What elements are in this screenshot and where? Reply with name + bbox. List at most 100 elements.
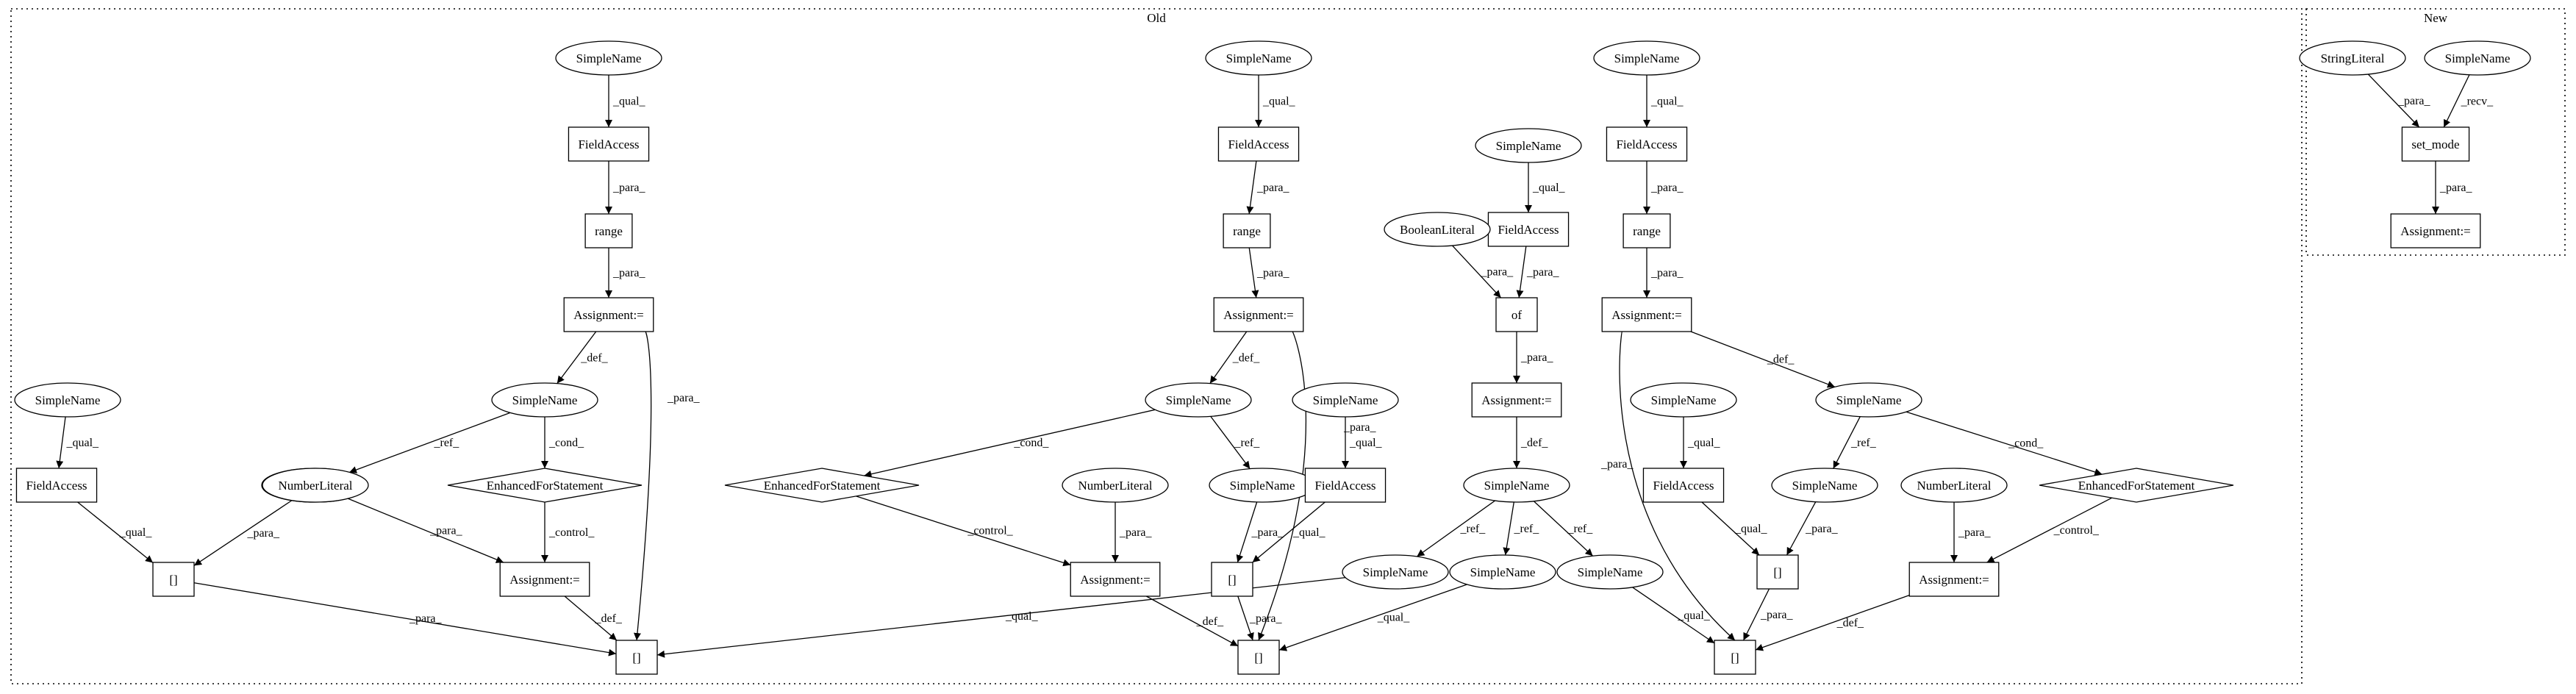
node-simplename: SimpleName bbox=[1630, 382, 1737, 418]
edge-label: _para_ bbox=[612, 267, 646, 279]
edge-cond: _cond_ bbox=[864, 409, 1156, 478]
node-ellipse bbox=[1145, 382, 1252, 418]
edge-label: _para_ bbox=[1119, 526, 1153, 539]
node-ellipse bbox=[555, 40, 662, 76]
node-assignment: Assignment:= bbox=[1908, 562, 2000, 597]
node-enhancedforstatement: EnhancedForStatement bbox=[724, 468, 920, 503]
edge-ref: _ref_ bbox=[1533, 501, 1594, 557]
edge-label: _qual_ bbox=[66, 437, 100, 449]
node-box bbox=[1908, 562, 2000, 597]
edge-line bbox=[1533, 501, 1594, 557]
node-booleanliteral: BooleanLiteral bbox=[1384, 212, 1491, 247]
cluster-label: New bbox=[2424, 11, 2448, 25]
node-simplename: SimpleName bbox=[1593, 40, 1700, 76]
node-simplename: SimpleName bbox=[1815, 382, 1922, 418]
node-ellipse bbox=[1900, 468, 2008, 503]
edge-label: _cond_ bbox=[1013, 437, 1049, 449]
edge-label: _def_ bbox=[595, 612, 623, 625]
cluster-border bbox=[2305, 8, 2566, 256]
edge-line bbox=[1619, 331, 1736, 641]
node-label: SimpleName bbox=[1484, 479, 1550, 493]
node-fieldaccess: FieldAccess bbox=[1606, 126, 1688, 162]
node-ellipse bbox=[1342, 554, 1449, 590]
edge-line bbox=[1503, 501, 1514, 556]
node-label: range bbox=[1233, 224, 1261, 238]
node-label: SimpleName bbox=[1614, 51, 1680, 65]
edge-line bbox=[557, 331, 597, 384]
node-box bbox=[563, 297, 654, 332]
node-assignment: Assignment:= bbox=[1213, 297, 1304, 332]
node-label: FieldAccess bbox=[1314, 479, 1375, 493]
edge-label: _ref_ bbox=[1514, 523, 1540, 535]
edge-para: _para_ bbox=[1643, 161, 1684, 214]
node-label: [] bbox=[1228, 573, 1236, 587]
node-box bbox=[1606, 126, 1688, 162]
edge-line bbox=[193, 582, 617, 657]
node-ellipse bbox=[262, 468, 369, 503]
edge-line bbox=[1786, 501, 1817, 556]
node-numberliteral: NumberLiteral bbox=[1062, 468, 1169, 503]
edge-para: _para_ bbox=[2432, 161, 2473, 214]
edge-para: _para_ bbox=[1452, 245, 1514, 298]
edge-def: _def_ bbox=[564, 595, 623, 641]
node-label: SimpleName bbox=[1578, 565, 1643, 579]
node-simplename: SimpleName bbox=[1449, 554, 1556, 590]
node-label: SimpleName bbox=[35, 393, 101, 407]
cluster-label: Old bbox=[1147, 11, 1166, 25]
edge-def: _def_ bbox=[1209, 331, 1260, 384]
edge-label: _qual_ bbox=[1677, 609, 1711, 622]
edge-label: _para_ bbox=[1481, 266, 1514, 279]
edge-ref: _ref_ bbox=[1210, 415, 1260, 470]
node-simplename: SimpleName bbox=[1145, 382, 1252, 418]
edge-label: _def_ bbox=[1767, 354, 1795, 366]
edge-ref: _ref_ bbox=[1833, 416, 1877, 469]
edge-line bbox=[864, 409, 1156, 478]
edge-para: _para_ bbox=[605, 248, 646, 298]
edge-label: _qual_ bbox=[119, 526, 153, 539]
edge-qual: _qual_ bbox=[1278, 584, 1467, 651]
edge-line bbox=[564, 595, 618, 641]
edge-para: _para_ bbox=[347, 498, 504, 563]
node-label: Assignment:= bbox=[1080, 573, 1151, 587]
edge-para: _para_ bbox=[1786, 501, 1839, 556]
node-box bbox=[1622, 213, 1671, 248]
node-label: NumberLiteral bbox=[1078, 479, 1152, 493]
edge-qual: _qual_ bbox=[605, 75, 646, 127]
edge-label: _qual_ bbox=[1349, 437, 1383, 449]
edge-qual: _qual_ bbox=[56, 416, 100, 469]
node-box bbox=[15, 468, 98, 503]
edge-label: _para_ bbox=[1256, 267, 1290, 279]
node-label: SimpleName bbox=[1230, 479, 1295, 493]
node-label: FieldAccess bbox=[1228, 137, 1289, 151]
node-box bbox=[1601, 297, 1692, 332]
node-label: SimpleName bbox=[1313, 393, 1378, 407]
node-box bbox=[499, 562, 590, 597]
node-ellipse bbox=[1292, 382, 1399, 418]
node-simplename: SimpleName bbox=[1556, 554, 1664, 590]
node-ellipse bbox=[1475, 128, 1582, 163]
edge-control: _control_ bbox=[541, 502, 595, 562]
edge-ref: _ref_ bbox=[348, 412, 511, 473]
edge-para: _para_ bbox=[1742, 588, 1794, 641]
node-fieldaccess: FieldAccess bbox=[568, 126, 650, 162]
edge-para: _para_ bbox=[1246, 160, 1290, 215]
edge-line bbox=[1833, 416, 1861, 469]
node-ellipse bbox=[1062, 468, 1169, 503]
edge-label: _para_ bbox=[1760, 609, 1794, 621]
node-node: [] bbox=[615, 640, 658, 675]
node-ellipse bbox=[1630, 382, 1737, 418]
edge-label: _cond_ bbox=[548, 437, 584, 449]
node-simplename: SimpleName bbox=[491, 382, 598, 418]
node-node: [] bbox=[1237, 640, 1280, 675]
edge-label: _para_ bbox=[1958, 526, 1992, 539]
edge-para: _para_ bbox=[193, 582, 617, 657]
edge-qual: _qual_ bbox=[1701, 501, 1768, 556]
edge-para: _para_ bbox=[1643, 248, 1684, 298]
edge-line bbox=[1248, 247, 1259, 298]
node-label: SimpleName bbox=[1792, 479, 1858, 493]
edge-line bbox=[1209, 331, 1248, 384]
node-label: FieldAccess bbox=[26, 479, 87, 493]
node-box bbox=[1211, 562, 1253, 597]
node-enhancedforstatement: EnhancedForStatement bbox=[447, 468, 643, 503]
